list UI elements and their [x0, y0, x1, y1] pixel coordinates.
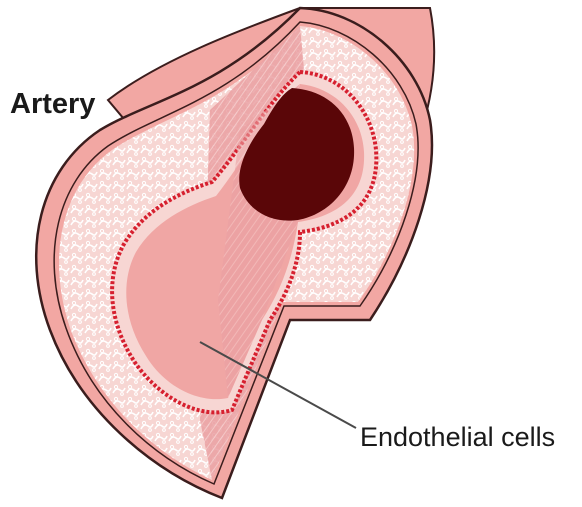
endothelial-cells-label: Endothelial cells [360, 422, 555, 452]
artery-label: Artery [10, 88, 95, 120]
